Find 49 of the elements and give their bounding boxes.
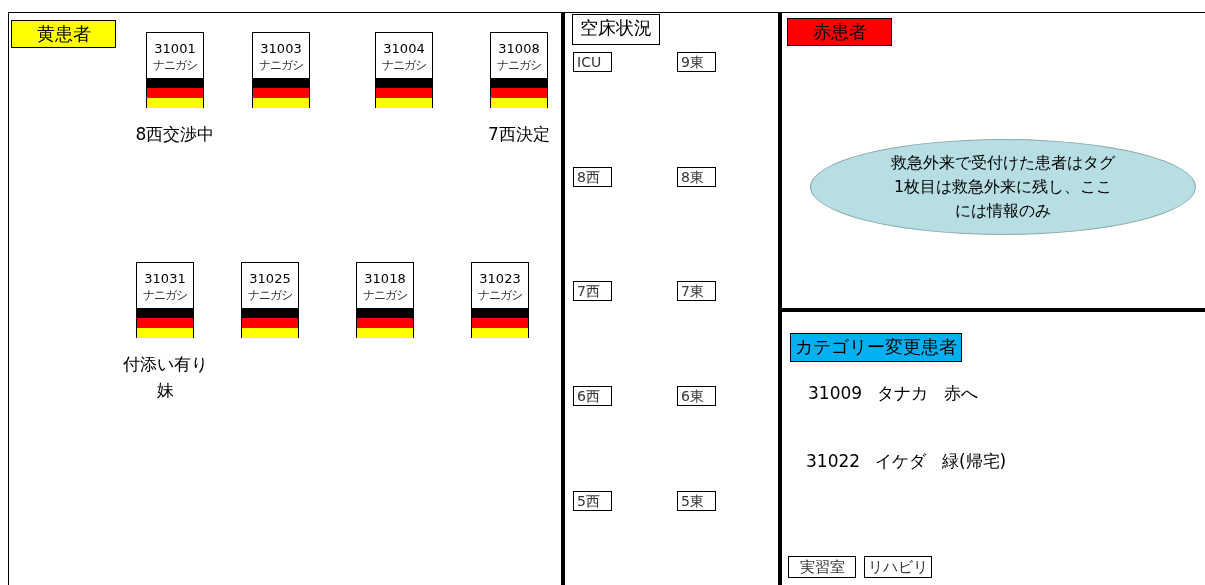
note-text: 付添い有り: [121, 353, 209, 376]
triage-tag: [241, 262, 299, 338]
patient-entry: 31022 イケダ 緑(帰宅): [806, 450, 1007, 473]
tag-number: 31008: [497, 41, 541, 56]
patient-name: ナニガシ: [258, 58, 304, 72]
triage-tag: [471, 262, 529, 338]
triage-tag: [356, 262, 414, 338]
patient-name: ナニガシ: [477, 288, 523, 302]
triage-tag: [146, 32, 204, 108]
room-label: 実習室: [788, 556, 856, 578]
panel-heading: 黄患者: [11, 20, 116, 48]
triage-tag: [136, 262, 194, 338]
panel-heading: 空床状況: [572, 14, 660, 45]
tag-number: 31003: [259, 41, 303, 56]
room-label: リハビリ: [864, 556, 932, 578]
ward-label: 7西: [573, 281, 612, 301]
patient-name: ナニガシ: [152, 58, 198, 72]
note-ellipse: 救急外来で受付けた患者はタグ1枚目は救急外来に残し、ここには情報のみ: [810, 139, 1196, 235]
patient-name: ナニガシ: [142, 288, 188, 302]
note-text: 8西交渉中: [134, 123, 216, 146]
ward-label: 5東: [677, 491, 716, 511]
ward-label: 5西: [573, 491, 612, 511]
board-panel: [8, 12, 565, 585]
patient-name: ナニガシ: [362, 288, 408, 302]
ward-label: 7東: [677, 281, 716, 301]
ward-label: 6東: [677, 386, 716, 406]
tag-number: 31004: [382, 41, 426, 56]
ward-label: ICU: [573, 52, 612, 72]
tag-number: 31025: [248, 271, 292, 286]
patient-entry: 31009 タナカ 赤へ: [808, 382, 978, 405]
triage-tag: [490, 32, 548, 108]
board-panel: [565, 12, 782, 585]
triage-tag: [252, 32, 310, 108]
note-text: 7西決定: [487, 123, 551, 146]
tag-number: 31031: [143, 271, 187, 286]
ward-label: 6西: [573, 386, 612, 406]
panel-heading: カテゴリー変更患者: [790, 333, 962, 362]
tag-number: 31023: [478, 271, 522, 286]
ward-label: 8西: [573, 167, 612, 187]
note-text: 妹: [155, 379, 175, 402]
triage-tag: [375, 32, 433, 108]
tag-number: 31001: [153, 41, 197, 56]
ward-label: 8東: [677, 167, 716, 187]
tag-number: 31018: [363, 271, 407, 286]
ward-label: 9東: [677, 52, 716, 72]
patient-name: ナニガシ: [247, 288, 293, 302]
patient-name: ナニガシ: [496, 58, 542, 72]
patient-name: ナニガシ: [381, 58, 427, 72]
panel-heading: 赤患者: [787, 18, 892, 46]
